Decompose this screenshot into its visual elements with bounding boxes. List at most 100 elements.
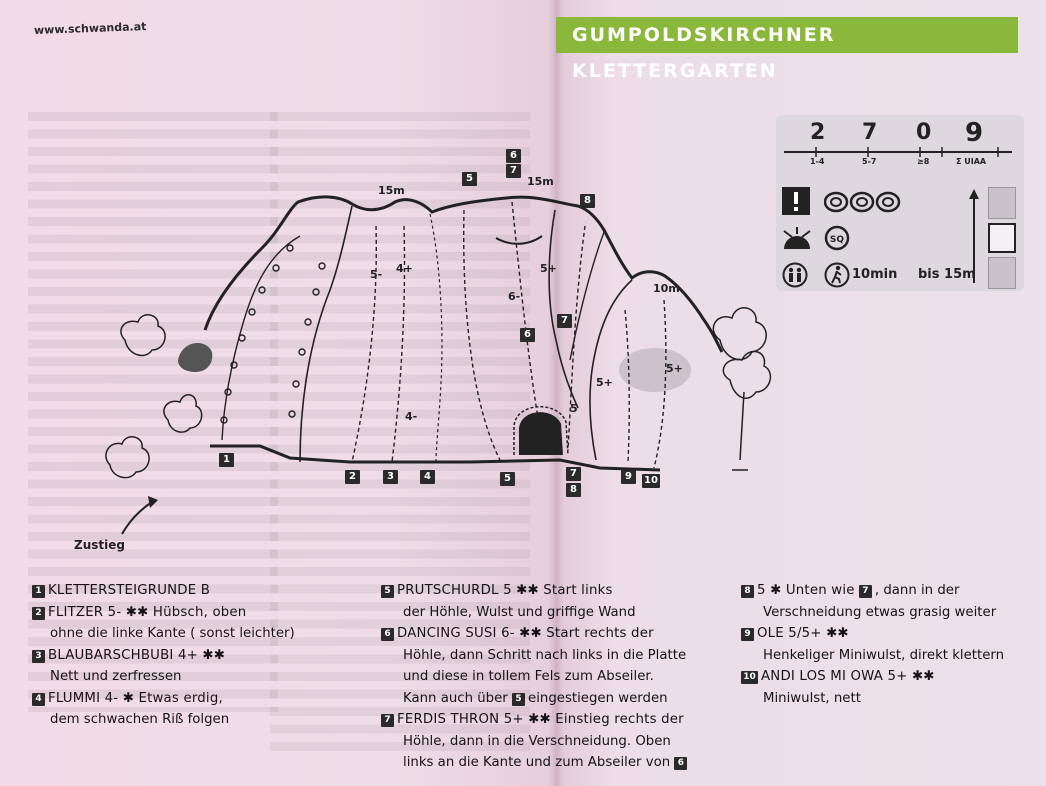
route-7-line-3: links an die Kante und zum Abseiler von … bbox=[381, 752, 690, 774]
route-6-line-3: und diese in tollem Fels zum Abseiler. bbox=[403, 669, 654, 684]
route-9-line-2: Henkeliger Miniwulst, direkt klettern bbox=[763, 647, 1005, 663]
height-label-main: 15m bbox=[378, 184, 405, 197]
route-num-1: 1 bbox=[32, 585, 45, 598]
topo-tag-1: 1 bbox=[219, 453, 234, 467]
route-num-5: 5 bbox=[381, 585, 394, 598]
route-num-9: 9 bbox=[741, 628, 754, 641]
route-num-10: 10 bbox=[741, 671, 758, 684]
topo-tag-8-bottom: 8 bbox=[566, 483, 581, 497]
topo-tag-2: 2 bbox=[345, 470, 360, 484]
wall-grade-7: 5+ bbox=[540, 262, 557, 275]
topo-tag-7-mid: 7 bbox=[557, 314, 572, 328]
topo-tag-8-top: 8 bbox=[580, 194, 595, 208]
topo-tag-5-top: 5 bbox=[462, 172, 477, 186]
route-info-box: 2 7 0 9 1-4 5-7 ≥8 Σ UIAA SQ bbox=[776, 115, 1024, 291]
wall-grade-6: 6- bbox=[508, 290, 521, 303]
route-5-line-2: der Höhle, Wulst und griffige Wand bbox=[403, 604, 636, 620]
show-through-text-mid bbox=[270, 112, 530, 752]
wall-grade-2: 5- bbox=[370, 268, 383, 281]
topo-tag-5-bottom: 5 bbox=[500, 472, 515, 486]
topo-tag-7-bottom: 7 bbox=[566, 467, 581, 481]
route-7-line-1: FERDIS THRON 5+ ✱✱ Einstieg rechts der bbox=[397, 712, 684, 727]
route-6-line-1: DANCING SUSI 6- ✱✱ Start rechts der bbox=[397, 626, 654, 641]
approach-label: Zustieg bbox=[74, 538, 125, 552]
route-num-7: 7 bbox=[381, 714, 394, 727]
topo-tag-6-top: 6 bbox=[506, 149, 521, 163]
route-3-line-1: BLAUBARSCHBUBI 4+ ✱✱ bbox=[48, 647, 226, 663]
grade-count-1-4: 2 bbox=[810, 120, 826, 145]
svg-text:SQ: SQ bbox=[830, 235, 844, 245]
route-8-line-1b: , dann in der bbox=[874, 583, 960, 598]
route-4-line-1: FLUMMI 4- ✱ Etwas erdig, bbox=[48, 690, 223, 706]
grade-label-1-4: 1-4 bbox=[810, 157, 825, 166]
grade-label-8: ≥8 bbox=[917, 157, 930, 166]
left-page bbox=[0, 0, 555, 786]
book-gutter bbox=[548, 0, 564, 786]
route-2-line-2: ohne die linke Kante ( sonst leichter) bbox=[50, 626, 295, 641]
walk-time: 10min bbox=[852, 267, 898, 282]
route-6-line-4b: eingestiegen werden bbox=[528, 690, 668, 706]
route-3-line-2: Nett und zerfressen bbox=[50, 669, 182, 684]
show-through-text-left bbox=[28, 112, 278, 712]
sun-icon bbox=[783, 227, 811, 249]
grade-count-8: 0 bbox=[916, 120, 932, 145]
route-7-line-3a: links an die Kante und zum Abseiler von bbox=[403, 755, 671, 770]
grade-label-uiaa: Σ UIAA bbox=[956, 157, 987, 166]
topo-tag-6-mid: 6 bbox=[520, 328, 535, 342]
route-num-3: 3 bbox=[32, 649, 45, 663]
route-num-4: 4 bbox=[32, 692, 45, 706]
route-7-ref-tag: 6 bbox=[674, 757, 688, 770]
route-num-6: 6 bbox=[381, 628, 394, 641]
topo-tag-9: 9 bbox=[621, 470, 636, 484]
hiker-icon bbox=[824, 262, 850, 288]
route-1-line-1: KLETTERSTEIGRUNDE B bbox=[48, 583, 211, 598]
crag-topo-drawing bbox=[105, 195, 772, 535]
route-6-line-2: Höhle, dann Schritt nach links in die Pl… bbox=[403, 647, 687, 663]
topo-tag-3: 3 bbox=[383, 470, 398, 484]
route-6-line-4a: Kann auch über bbox=[403, 690, 508, 706]
route-10-line-2: Miniwulst, nett bbox=[763, 690, 861, 706]
wall-grade-4: 4- bbox=[405, 410, 418, 423]
route-8-ref-tag: 7 bbox=[858, 585, 872, 598]
grade-count-5-7: 7 bbox=[862, 120, 878, 145]
rock-face-icon bbox=[988, 187, 1016, 289]
grade-scale bbox=[784, 147, 1012, 157]
wall-grade-9: 5+ bbox=[596, 376, 613, 389]
wall-grade-10: 5+ bbox=[666, 362, 683, 375]
route-4-line-2: dem schwachen Riß folgen bbox=[50, 712, 230, 727]
grade-count-total: 9 bbox=[965, 118, 984, 148]
height-label-top: 15m bbox=[527, 175, 554, 188]
height-label-small: 10m bbox=[653, 282, 680, 295]
route-8-line-2: Verschneidung etwas grasig weiter bbox=[763, 604, 997, 620]
route-10-line-1: ANDI LOS MI OWA 5+ ✱✱ bbox=[761, 669, 935, 684]
route-5-line-1: PRUTSCHURDL 5 ✱✱ Start links bbox=[397, 583, 613, 598]
wall-grade-5: 5 bbox=[570, 402, 578, 415]
sq-icon: SQ bbox=[824, 225, 850, 251]
warning-icon bbox=[782, 187, 810, 215]
route-9-line-1: OLE 5/5+ ✱✱ bbox=[757, 626, 849, 641]
wall-height: bis 15m bbox=[918, 267, 976, 282]
grade-label-5-7: 5-7 bbox=[862, 157, 877, 166]
wall-grade-3: 4+ bbox=[396, 262, 413, 275]
route-2-line-1: FLITZER 5- ✱✱ Hübsch, oben bbox=[48, 604, 247, 620]
bolts-icon bbox=[824, 191, 901, 213]
route-6-ref-tag: 5 bbox=[512, 692, 526, 706]
family-icon bbox=[782, 262, 808, 288]
route-num-2: 2 bbox=[32, 606, 45, 620]
route-num-8: 8 bbox=[741, 585, 754, 598]
page-title: GUMPOLDSKIRCHNER KLETTERGARTEN bbox=[556, 17, 1018, 82]
route-7-line-2: Höhle, dann in die Verschneidung. Oben bbox=[403, 733, 671, 749]
